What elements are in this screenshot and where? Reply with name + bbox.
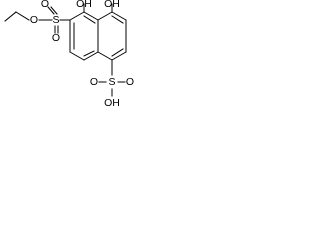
sulfur-top-oxo-bottom-label: O bbox=[52, 32, 60, 44]
atom-labels: O S O O OH OH S O O OH bbox=[30, 0, 134, 109]
bond-s-top-oxo-left-a bbox=[47, 6, 55, 15]
hydroxyl-bottom-label: OH bbox=[104, 0, 120, 10]
ring-bond-c2-c1 bbox=[69, 11, 85, 21]
ring-bond-c6-c5 bbox=[111, 51, 127, 61]
sulfur-bottom-oxo-right-label: O bbox=[126, 76, 134, 88]
ester-oxygen-label: O bbox=[30, 14, 38, 26]
ring-bond-c5-c4a bbox=[97, 51, 113, 61]
bond-ethyl-ch3-ch2 bbox=[4, 11, 17, 22]
ring-bond-c4a-c4 bbox=[83, 51, 99, 61]
sulfonic-hydroxyl-label: OH bbox=[104, 97, 120, 109]
bond-ch2-o bbox=[15, 11, 30, 21]
ring-bond-c4-c3 bbox=[69, 51, 85, 61]
ring-bond-c8a-c8 bbox=[97, 11, 113, 21]
sulfur-bottom-label: S bbox=[108, 76, 115, 88]
hydroxyl-top-label: OH bbox=[76, 0, 92, 10]
bonds bbox=[4, 3, 127, 97]
ring-bond-c8-c7 bbox=[111, 11, 127, 21]
structural-formula: O S O O OH OH S O O OH bbox=[4, 0, 134, 109]
sulfur-top-label: S bbox=[52, 14, 59, 26]
ring-bond-c8-c7-inner bbox=[111, 15, 124, 24]
ring-bond-c6-c5-inner bbox=[111, 48, 124, 57]
ring-bond-c4a-c4-inner bbox=[83, 50, 95, 57]
bond-s-top-oxo-left-b bbox=[50, 6, 58, 15]
sulfur-top-oxo-left-label: O bbox=[41, 0, 49, 10]
ring-bond-c1-c8a bbox=[83, 11, 99, 21]
sulfur-bottom-oxo-left-label: O bbox=[90, 76, 98, 88]
ring-bond-c1-c8a-inner bbox=[83, 15, 96, 24]
